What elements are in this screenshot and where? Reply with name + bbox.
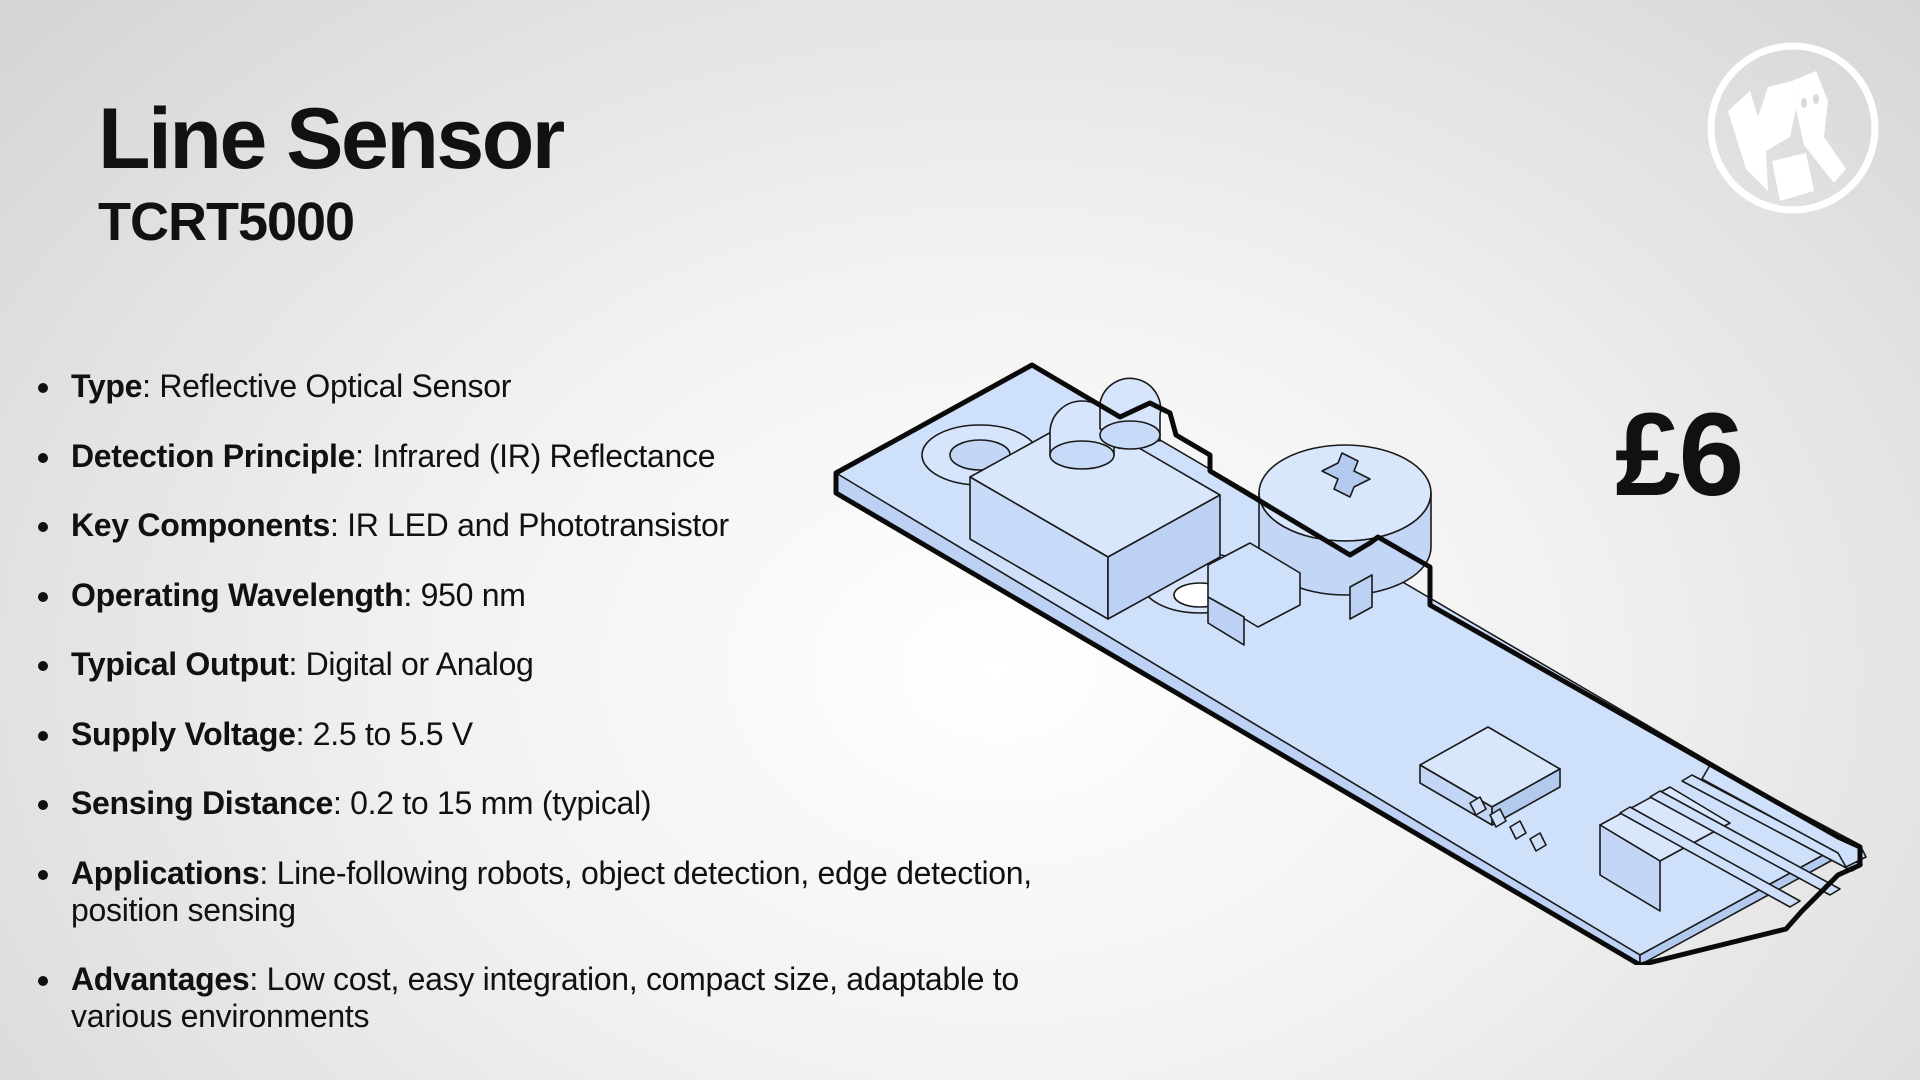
spec-value: Reflective Optical Sensor bbox=[159, 368, 512, 404]
spec-operating-wavelength: Operating Wavelength: 950 nm bbox=[38, 577, 1058, 614]
slide-subtitle: TCRT5000 bbox=[98, 192, 355, 252]
spec-key: Typical Output bbox=[71, 646, 289, 682]
spec-value: 950 nm bbox=[420, 576, 526, 613]
spec-key: Operating Wavelength bbox=[71, 576, 404, 613]
spec-separator: : bbox=[142, 368, 160, 404]
spec-separator: : bbox=[355, 437, 373, 474]
spec-separator: : bbox=[249, 961, 267, 997]
spec-key: Supply Voltage bbox=[71, 715, 296, 752]
spec-key-components: Key Components: IR LED and Phototransist… bbox=[38, 507, 1058, 544]
bullet bbox=[38, 869, 48, 880]
spec-key: Detection Principle bbox=[71, 437, 356, 474]
spec-value: Infrared (IR) Reflectance bbox=[372, 437, 716, 474]
bullet bbox=[38, 800, 48, 810]
spec-key: Advantages bbox=[71, 961, 250, 997]
bullet bbox=[38, 976, 48, 986]
spec-value: Digital or Analog bbox=[305, 646, 534, 682]
spec-typical-output: Typical Output: Digital or Analog bbox=[38, 646, 1058, 683]
spec-type: Type: Reflective Optical Sensor bbox=[38, 368, 1058, 405]
spec-list: Type: Reflective Optical Sensor Detectio… bbox=[38, 368, 1058, 1068]
spec-key: Applications bbox=[71, 854, 260, 891]
spec-separator: : bbox=[288, 646, 306, 682]
price-label: £6 bbox=[1615, 389, 1744, 521]
spec-separator: : bbox=[403, 576, 421, 613]
bullet bbox=[38, 452, 48, 463]
spec-value: Line-following robots, object detection,… bbox=[71, 854, 1032, 928]
spec-advantages: Advantages: Low cost, easy integration, … bbox=[38, 961, 1058, 1035]
spec-value: Low cost, easy integration, compact size… bbox=[71, 961, 1019, 1034]
spec-key: Type bbox=[71, 368, 143, 404]
spec-value: IR LED and Phototransistor bbox=[347, 507, 729, 543]
spec-separator: : bbox=[259, 854, 277, 891]
spec-value: 2.5 to 5.5 V bbox=[312, 715, 473, 752]
spec-value: 0.2 to 15 mm (typical) bbox=[350, 785, 652, 821]
spec-separator: : bbox=[329, 507, 348, 543]
spec-sensing-distance: Sensing Distance: 0.2 to 15 mm (typical) bbox=[38, 785, 1058, 822]
spec-separator: : bbox=[295, 715, 313, 752]
bullet bbox=[38, 383, 48, 393]
slide-title: Line Sensor bbox=[98, 91, 565, 187]
line-sensor-module-illustration bbox=[833, 362, 1867, 965]
bullet bbox=[38, 661, 48, 671]
spec-separator: : bbox=[332, 785, 351, 821]
spec-supply-voltage: Supply Voltage: 2.5 to 5.5 V bbox=[38, 716, 1058, 753]
bullet bbox=[38, 522, 48, 532]
spec-key: Key Components bbox=[71, 507, 330, 543]
spec-key: Sensing Distance bbox=[71, 785, 333, 821]
robot-logo-icon bbox=[1707, 42, 1879, 214]
bullet bbox=[38, 591, 48, 602]
spec-applications: Applications: Line-following robots, obj… bbox=[38, 855, 1058, 929]
spec-detection-principle: Detection Principle: Infrared (IR) Refle… bbox=[38, 438, 1058, 475]
bullet bbox=[38, 730, 48, 741]
